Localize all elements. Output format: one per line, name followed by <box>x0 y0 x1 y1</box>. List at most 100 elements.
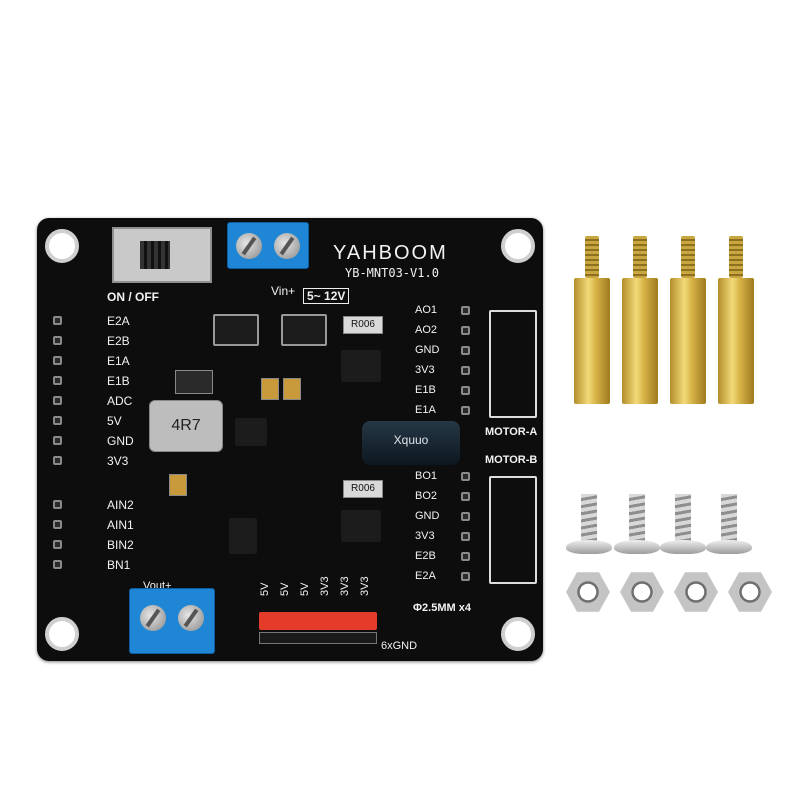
brass-standoff <box>718 236 754 404</box>
motor-a-pin-label: AO1 <box>415 304 438 316</box>
motor-a-pin-label: E1A <box>415 404 436 416</box>
model-label: YB-MNT03-V1.0 <box>345 266 439 280</box>
hex-nut <box>728 572 772 612</box>
mount-hole-tl <box>45 229 79 263</box>
pin-label: BIN2 <box>107 538 134 552</box>
inductor: 4R7 <box>149 400 223 452</box>
motor-b-pin-label: BO1 <box>415 470 438 482</box>
pin[interactable] <box>53 376 62 385</box>
screw-bolt <box>614 494 660 554</box>
pin[interactable] <box>53 540 62 549</box>
pin[interactable] <box>461 552 470 561</box>
pin-label: GND <box>107 434 134 448</box>
switch-label: ON / OFF <box>107 290 159 304</box>
screw-bolt <box>660 494 706 554</box>
header-pin-label: 3V3 <box>359 576 371 596</box>
voltage-label: 5~ 12V <box>303 288 350 304</box>
mount-hole-tr <box>501 229 535 263</box>
pin-label: AIN2 <box>107 498 134 512</box>
pin[interactable] <box>53 456 62 465</box>
electrolytic-capacitor: Xquuo <box>362 421 460 465</box>
brass-standoff <box>670 236 706 404</box>
pin[interactable] <box>53 316 62 325</box>
ic-chip <box>341 510 381 542</box>
screw-bolt <box>566 494 612 554</box>
header-pin-label: 3V3 <box>339 576 351 596</box>
pin-label: E2A <box>107 314 130 328</box>
pin[interactable] <box>461 492 470 501</box>
motor-b-pin-label: GND <box>415 510 440 522</box>
pin[interactable] <box>53 436 62 445</box>
vout-terminal[interactable] <box>129 588 215 654</box>
pin-label: BN1 <box>107 558 131 572</box>
hex-nut <box>566 572 610 612</box>
motor-a-label: MOTOR-A <box>485 426 538 438</box>
motor-b-connector[interactable] <box>489 476 537 584</box>
vin-label: Vin+ <box>271 284 296 298</box>
ic-chip <box>341 350 381 382</box>
pin[interactable] <box>461 346 470 355</box>
ic-chip <box>281 314 327 346</box>
pin[interactable] <box>53 416 62 425</box>
pin-label: 5V <box>107 414 122 428</box>
pin[interactable] <box>461 532 470 541</box>
resistor-bottom: R006 <box>343 480 383 498</box>
pin[interactable] <box>461 512 470 521</box>
motor-b-pin-label: E2A <box>415 570 436 582</box>
header-pin-label: 5V <box>299 582 311 596</box>
pin[interactable] <box>461 386 470 395</box>
header-pin-label: 5V <box>279 582 291 596</box>
pin[interactable] <box>461 406 470 415</box>
capacitor-label: Xquuo <box>393 433 429 447</box>
hole-size-label: Φ2.5MM x4 <box>413 602 471 614</box>
ic-chip <box>235 418 267 446</box>
motor-a-connector[interactable] <box>489 310 537 418</box>
mount-hole-bl <box>45 617 79 651</box>
pin-label: E1A <box>107 354 130 368</box>
hex-nut <box>620 572 664 612</box>
motor-a-pin-label: E1B <box>415 384 436 396</box>
terminal-screw[interactable] <box>236 233 262 259</box>
pin[interactable] <box>53 336 62 345</box>
terminal-screw[interactable] <box>274 233 300 259</box>
pin[interactable] <box>461 366 470 375</box>
pin[interactable] <box>53 560 62 569</box>
power-switch[interactable] <box>112 227 212 283</box>
brass-standoff <box>622 236 658 404</box>
motor-driver-board: ON / OFF Vin+ 5~ 12V YAHBOOM YB-MNT03-V1… <box>37 218 543 661</box>
motor-b-pin-label: BO2 <box>415 490 438 502</box>
gnd-label: 6xGND <box>381 640 418 652</box>
pin[interactable] <box>53 356 62 365</box>
motor-a-pin-label: 3V3 <box>415 364 435 376</box>
power-header[interactable] <box>259 612 377 630</box>
brand-logo: YAHBOOM <box>333 242 448 264</box>
hex-nut <box>674 572 718 612</box>
header-pin-label: 3V3 <box>319 576 331 596</box>
resistor-top: R006 <box>343 316 383 334</box>
motor-a-pin-label: AO2 <box>415 324 438 336</box>
switch-knob[interactable] <box>140 241 170 269</box>
terminal-screw[interactable] <box>140 605 166 631</box>
smd-cap <box>261 378 279 400</box>
pin[interactable] <box>461 572 470 581</box>
pin[interactable] <box>53 396 62 405</box>
ic-chip <box>213 314 259 346</box>
smd-cap <box>169 474 187 496</box>
gnd-header[interactable] <box>259 632 377 644</box>
ic-chip <box>229 518 257 554</box>
terminal-screw[interactable] <box>178 605 204 631</box>
smd-cap <box>283 378 301 400</box>
pin[interactable] <box>53 520 62 529</box>
pin[interactable] <box>53 500 62 509</box>
pin[interactable] <box>461 326 470 335</box>
pin[interactable] <box>461 472 470 481</box>
motor-b-label: MOTOR-B <box>485 454 538 466</box>
smd-part <box>175 370 213 394</box>
brass-standoff <box>574 236 610 404</box>
pin[interactable] <box>461 306 470 315</box>
vin-terminal[interactable] <box>227 222 309 269</box>
pin-label: E2B <box>107 334 130 348</box>
header-pin-label: 5V <box>259 582 271 596</box>
pin-label: ADC <box>107 394 133 408</box>
motor-b-pin-label: E2B <box>415 550 436 562</box>
